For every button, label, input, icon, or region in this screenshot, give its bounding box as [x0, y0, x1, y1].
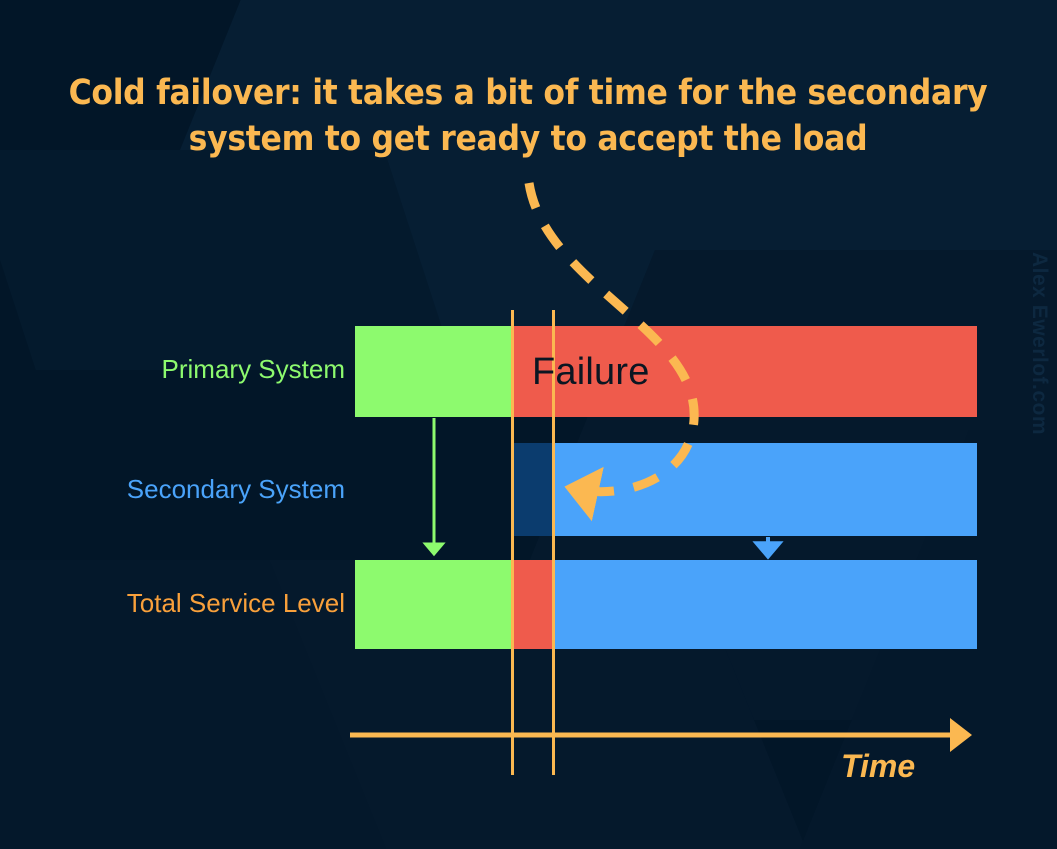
segment-total-outage: [511, 560, 553, 649]
row-label-primary-system: Primary System: [161, 354, 345, 384]
watermark-attribution: Alex Ewerlof.com: [1028, 252, 1051, 436]
timeline-bar-secondary-system: [512, 443, 977, 536]
timeline-bar-primary-system: [355, 326, 977, 417]
timeline-bar-total-service-level: [355, 560, 977, 649]
diagram-title: Cold failover: it takes a bit of time fo…: [68, 73, 988, 159]
segment-primary-healthy: [355, 326, 512, 417]
segment-secondary-warmup: [512, 443, 553, 536]
failure-start-marker-line: [511, 310, 514, 775]
secondary-ready-marker-line: [552, 310, 555, 775]
time-axis-label: Time: [841, 748, 916, 784]
row-label-secondary-system: Secondary System: [126, 474, 345, 504]
segment-total-secondary-serving: [552, 560, 977, 649]
row-label-total-service-level: Total Service Level: [126, 588, 345, 618]
failure-label: Failure: [532, 351, 650, 393]
segment-secondary-serving: [552, 443, 977, 536]
segment-total-primary-serving: [355, 560, 512, 649]
background-shape: [103, 0, 1057, 340]
